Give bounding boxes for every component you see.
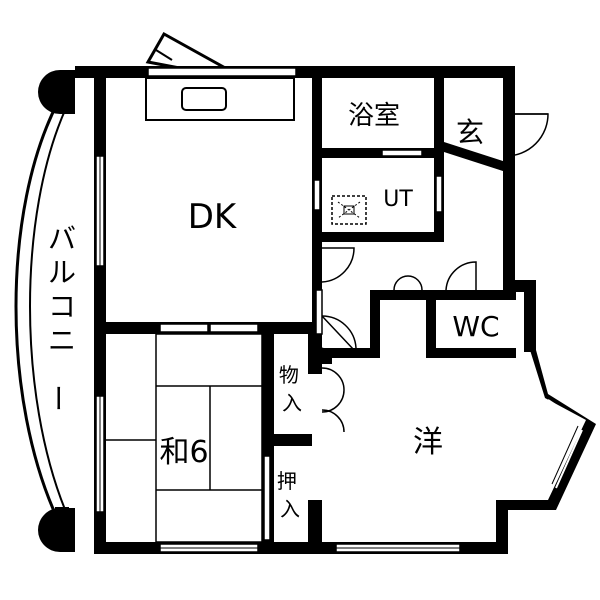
windows xyxy=(95,67,461,553)
balcony-label: バルコニー xyxy=(41,222,76,412)
balcony-rail-inner xyxy=(29,107,67,513)
balcony-label-char: ニ xyxy=(48,324,76,357)
closet-doors xyxy=(263,289,323,541)
room-label-youshitsu: 洋 xyxy=(413,425,443,460)
balcony-corner-top xyxy=(38,70,75,114)
bath-fixtures xyxy=(313,149,443,213)
room-label-entrance: 玄 xyxy=(456,116,484,149)
washer-pan xyxy=(331,195,367,225)
balcony-rail-outer xyxy=(14,101,60,521)
balcony-label-char: バ xyxy=(48,222,76,255)
balcony-label-char: コ xyxy=(48,290,76,323)
balcony-corner-bottom xyxy=(38,508,75,552)
tatami xyxy=(106,323,263,543)
room-label-storage: 物 入 xyxy=(279,363,305,415)
balcony xyxy=(14,70,75,552)
wc-box xyxy=(438,302,514,346)
room-label-closet: 押 入 xyxy=(277,469,303,521)
bay-window-right xyxy=(500,350,596,510)
room-label-dk: DK xyxy=(188,197,238,237)
room-label-bath: 浴室 xyxy=(348,101,400,131)
room-label-washitsu: 和6 xyxy=(159,435,208,470)
balcony-label-char: ー xyxy=(41,384,74,412)
doors xyxy=(321,113,549,433)
kitchen-counter xyxy=(145,77,295,121)
room-label-wc: WC xyxy=(452,310,499,343)
balcony-label-char: ル xyxy=(48,256,76,289)
room-label-utility: UT xyxy=(383,187,413,212)
